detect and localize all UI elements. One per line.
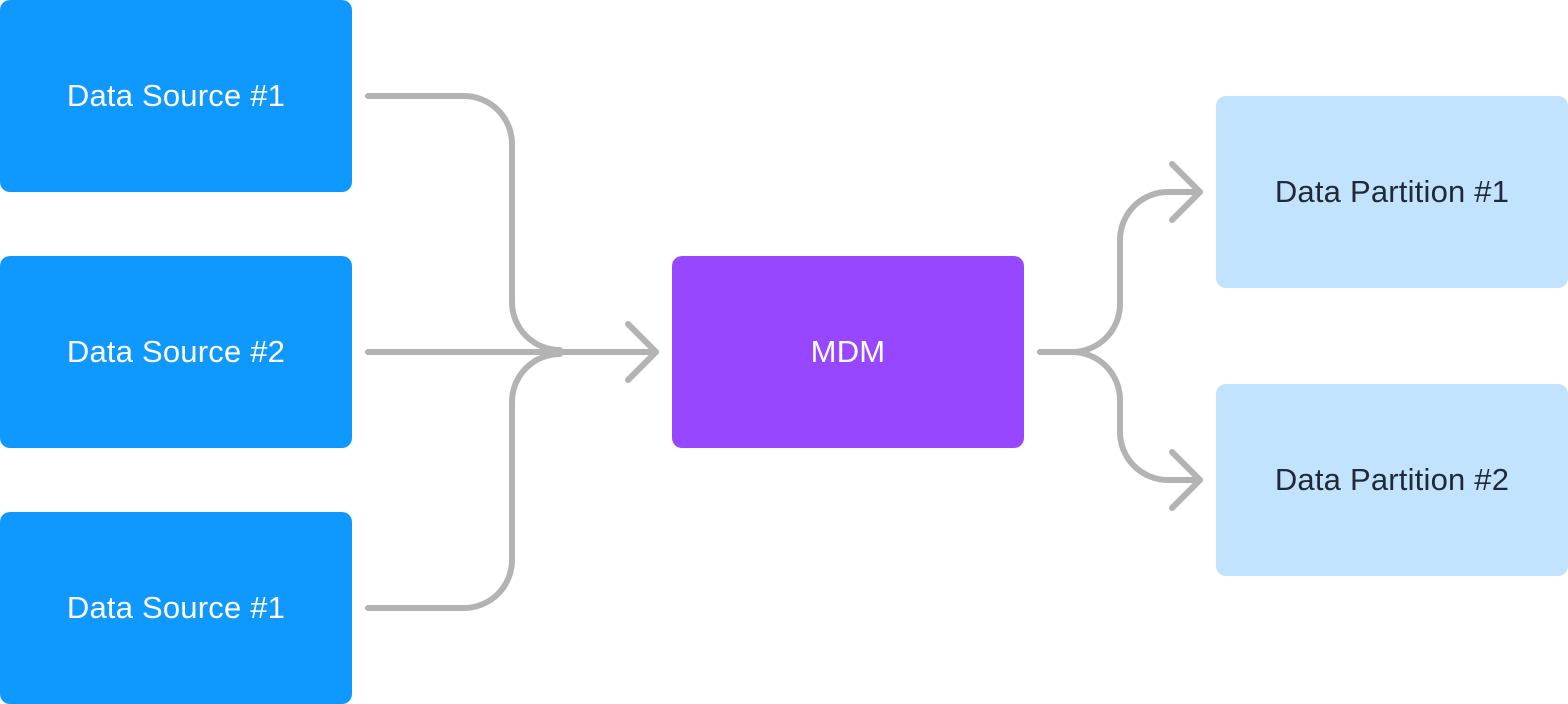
data-source-label: Data Source #2 [66,334,286,369]
data-partition-node-1: Data Partition #1 [1216,96,1568,288]
data-source-node-3: Data Source #1 [0,512,352,704]
data-partition-label: Data Partition #2 [1274,462,1510,497]
data-partition-label: Data Partition #1 [1274,174,1510,209]
connector-partition-1 [1037,189,1203,355]
arrowhead-partition-2 [1169,449,1203,511]
data-source-node-2: Data Source #2 [0,256,352,448]
data-source-label: Data Source #1 [66,78,286,113]
arrowhead-hub [625,321,659,383]
connector-source-3 [365,351,563,611]
data-partition-node-2: Data Partition #2 [1216,384,1568,576]
arrowhead-partition-1 [1169,161,1203,223]
mdm-label: MDM [810,334,886,369]
connector-partition-2 [1037,349,1203,483]
mdm-node: MDM [672,256,1024,448]
connector-source-1 [365,93,563,353]
data-source-label: Data Source #1 [66,590,286,625]
data-source-node-1: Data Source #1 [0,0,352,192]
